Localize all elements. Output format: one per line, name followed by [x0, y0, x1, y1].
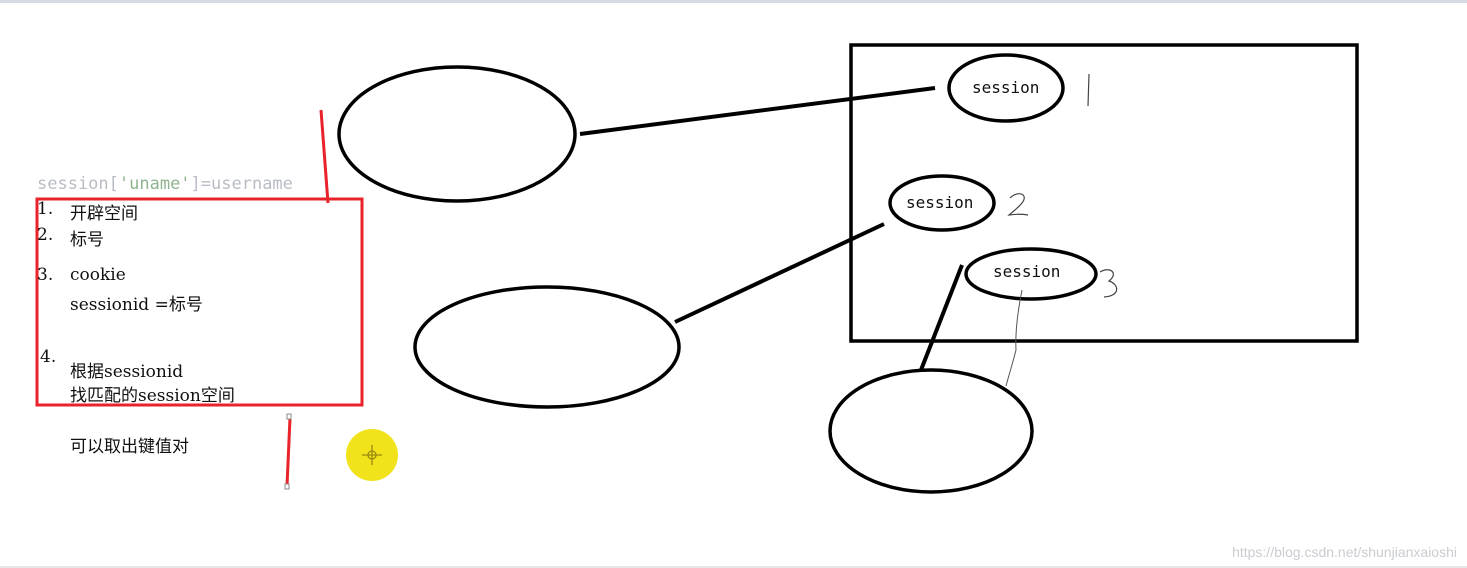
handle-bottom [284, 483, 290, 490]
server-box [849, 43, 1359, 343]
top-border [0, 0, 1467, 3]
client-ellipse-1 [337, 65, 577, 203]
connector-1 [579, 86, 936, 136]
client-ellipse-3 [828, 368, 1034, 494]
step-2-number: 2. [37, 225, 54, 245]
bottom-border [0, 566, 1467, 568]
step-4-text-a: 根据sessionid [70, 362, 184, 382]
step-1-number: 1. [37, 199, 54, 219]
red-stroke-top [319, 109, 330, 204]
session-ellipse-2 [888, 174, 996, 232]
session-label-3: session [993, 262, 1061, 281]
client-ellipse-2 [413, 285, 681, 409]
step-4-text-b: 找匹配的session空间 [70, 386, 235, 406]
step-3-text-b: sessionid =标号 [70, 295, 203, 315]
handwritten-one [1087, 73, 1090, 107]
code-prefix: session[ [37, 174, 119, 194]
session-ellipse-3 [964, 247, 1098, 301]
handwritten-thin-line [1005, 289, 1023, 387]
session-label-2: session [906, 193, 974, 212]
after-step-text: 可以取出键值对 [70, 437, 189, 457]
session-assignment-code: session['uname']=username [37, 174, 293, 194]
crosshair-icon [362, 445, 382, 465]
step-1-text: 开辟空间 [70, 204, 138, 224]
connector-2 [674, 222, 885, 324]
step-2-text: 标号 [70, 230, 104, 250]
handwritten-three [1099, 269, 1118, 298]
step-3-number: 3. [37, 265, 54, 285]
session-label-1: session [972, 78, 1040, 97]
code-key: 'uname' [118, 174, 191, 194]
step-3-text-a: cookie [70, 265, 126, 285]
step-4-number: 4. [40, 347, 57, 367]
steps-highlight-box [35, 197, 364, 407]
connector-3 [919, 264, 964, 371]
code-suffix: ]=username [190, 174, 293, 194]
handwritten-two [1007, 193, 1029, 216]
session-ellipse-1 [947, 53, 1065, 123]
watermark: https://blog.csdn.net/shunjianxaioshi [1232, 544, 1457, 560]
handle-top [286, 413, 292, 420]
red-stroke-bottom [285, 417, 292, 487]
